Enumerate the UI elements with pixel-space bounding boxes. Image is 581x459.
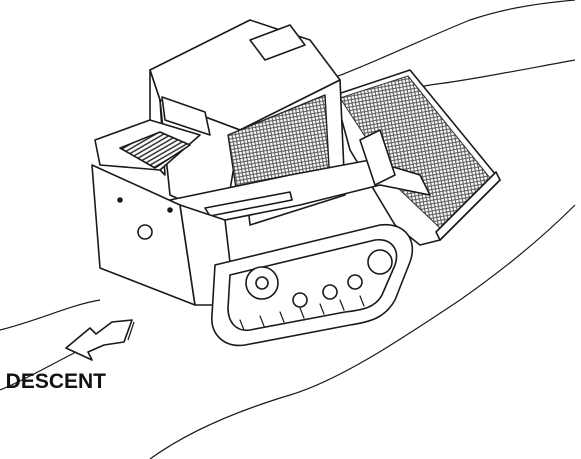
- track-roller-2: [322, 284, 338, 300]
- hydraulic-cylinder: [359, 129, 396, 186]
- slope-left-line: [0, 349, 81, 391]
- rear-bolt-1: [117, 197, 123, 203]
- cab-window-side: [161, 96, 211, 136]
- slope-lower-line: [149, 204, 576, 459]
- idler-wheel: [367, 249, 393, 275]
- cab-roof-plate: [249, 24, 306, 61]
- arrow-down-left-icon: [65, 319, 135, 361]
- track-inner: [227, 239, 398, 332]
- slope-upper-line: [0, 0, 576, 331]
- rear-light: [137, 224, 153, 240]
- track-treads: [239, 295, 365, 331]
- track-roller-3: [347, 274, 363, 290]
- compact-track-loader: [91, 19, 501, 347]
- rear-bolt-2: [167, 207, 173, 213]
- descent-caption: I DESCENT: [0, 370, 107, 393]
- engine-grille: [119, 131, 191, 169]
- bucket-lip: [435, 171, 501, 241]
- lift-arm-cylinder: [204, 191, 293, 217]
- drive-sprocket-hub: [255, 276, 269, 290]
- track-roller-1: [292, 292, 308, 308]
